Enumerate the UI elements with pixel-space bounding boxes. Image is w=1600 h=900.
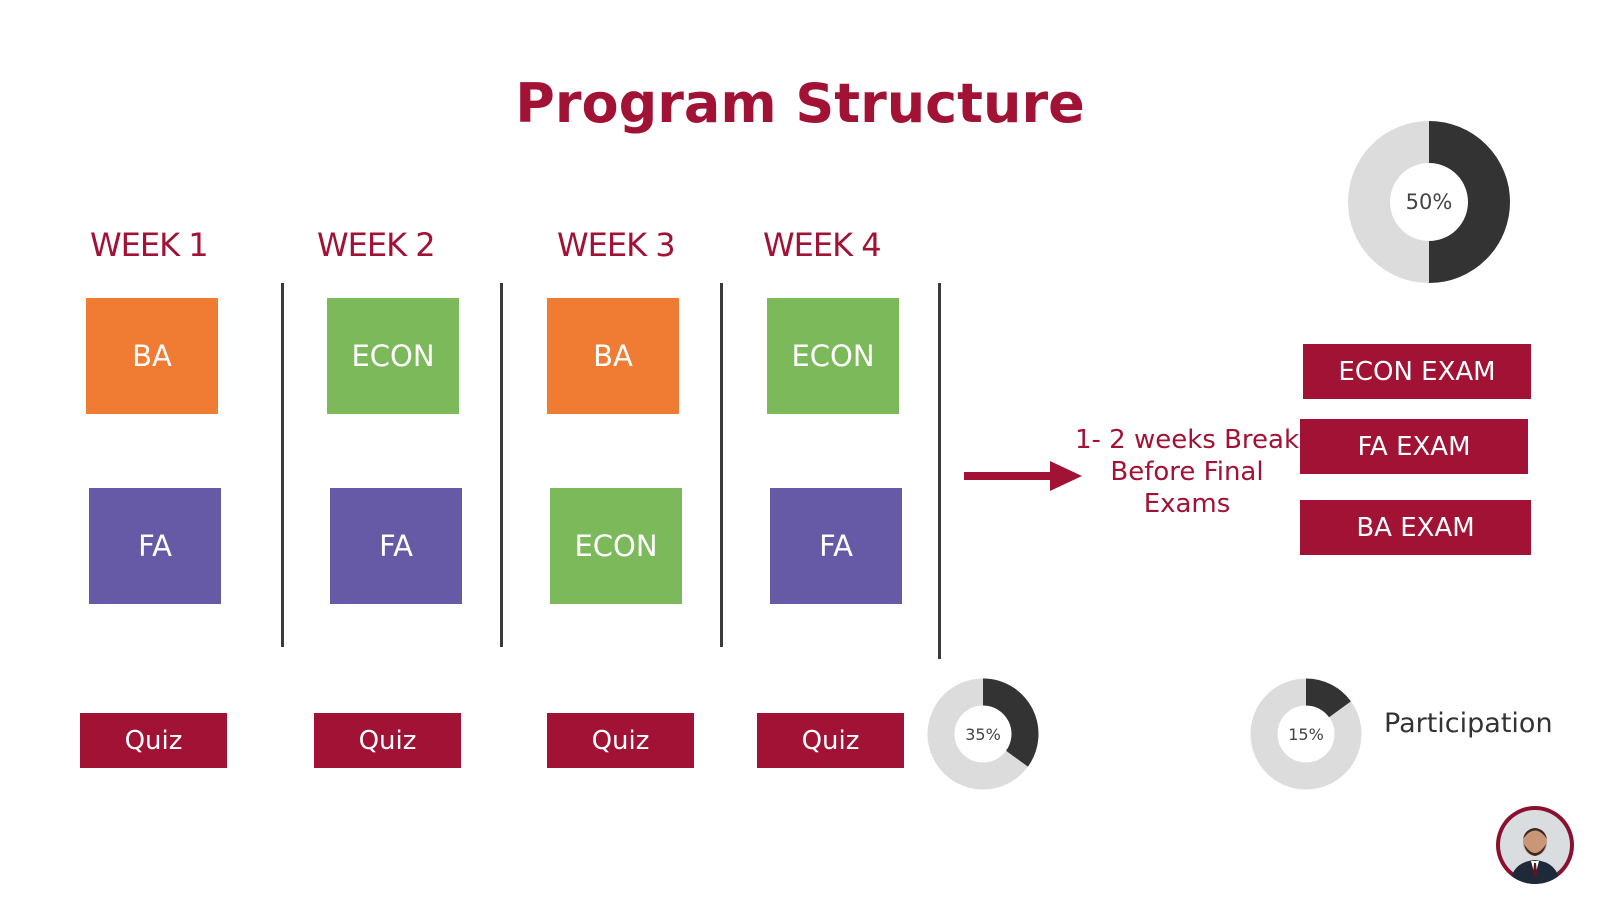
- quiz-box-week2: Quiz: [314, 713, 461, 768]
- donut-fill: [1428, 121, 1510, 283]
- week-divider: [938, 283, 941, 659]
- course-box-week2-top: ECON: [327, 298, 459, 414]
- participation-label: Participation: [1384, 708, 1553, 739]
- quizzes-weight-donut: 35%: [927, 678, 1039, 790]
- final-exams-weight-donut: 50%: [1348, 121, 1510, 283]
- donut-chart: [1250, 678, 1362, 790]
- break-note-line1: 1- 2 weeks Break: [1074, 425, 1300, 455]
- donut-chart: [1348, 121, 1510, 283]
- course-box-week2-bottom: FA: [330, 488, 462, 604]
- week-divider: [500, 283, 503, 647]
- course-box-week1-bottom: FA: [89, 488, 221, 604]
- course-box-week1-top: BA: [86, 298, 218, 414]
- course-box-week3-top: BA: [547, 298, 679, 414]
- arrow-right-icon: [964, 461, 1082, 491]
- page-title: Program Structure: [515, 72, 1085, 135]
- quiz-box-week4: Quiz: [757, 713, 904, 768]
- break-note: 1- 2 weeks Break Before Final Exams: [1072, 424, 1302, 520]
- exam-box-fa: FA EXAM: [1300, 419, 1528, 474]
- week-4-label: WEEK 4: [763, 226, 882, 264]
- break-note-line2: Before Final: [1110, 457, 1264, 487]
- donut-percent-label: 35%: [965, 724, 1001, 744]
- exam-box-econ: ECON EXAM: [1303, 344, 1531, 399]
- course-box-week3-bottom: ECON: [550, 488, 682, 604]
- donut-fill: [1305, 678, 1351, 718]
- course-box-week4-bottom: FA: [770, 488, 902, 604]
- donut-fill: [982, 678, 1039, 767]
- week-divider: [720, 283, 723, 647]
- week-1-label: WEEK 1: [90, 226, 209, 264]
- quiz-box-week1: Quiz: [80, 713, 227, 768]
- break-note-line3: Exams: [1143, 489, 1231, 519]
- quiz-box-week3: Quiz: [547, 713, 694, 768]
- course-box-week4-top: ECON: [767, 298, 899, 414]
- week-3-label: WEEK 3: [557, 226, 676, 264]
- donut-chart: [927, 678, 1039, 790]
- presenter-avatar-icon: [1496, 806, 1574, 884]
- donut-percent-label: 50%: [1405, 190, 1453, 214]
- donut-percent-label: 15%: [1288, 724, 1324, 744]
- participation-weight-donut: 15%: [1250, 678, 1362, 790]
- week-2-label: WEEK 2: [317, 226, 436, 264]
- week-divider: [281, 283, 284, 647]
- exam-box-ba: BA EXAM: [1300, 500, 1531, 555]
